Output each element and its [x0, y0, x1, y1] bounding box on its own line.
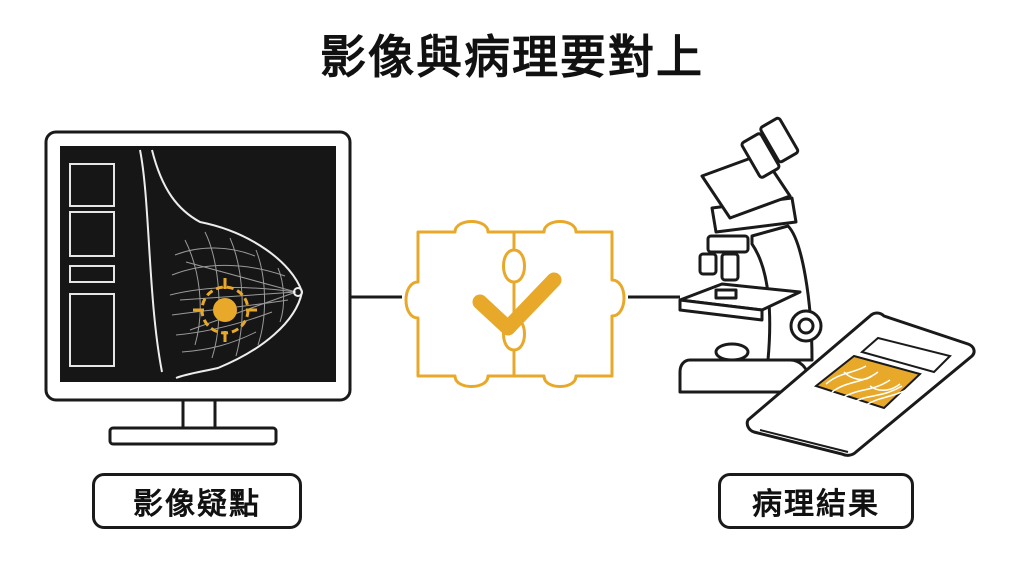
monitor-screen: [60, 146, 336, 382]
nosepiece: [706, 234, 750, 254]
eyepiece-tubes: [740, 116, 800, 179]
screen-side-panels: [69, 163, 115, 367]
objective-lens-2: [720, 252, 740, 282]
monitor-with-mammogram-icon: [44, 130, 352, 446]
nipple-mark: [293, 287, 303, 297]
puzzle-pieces-icon: [404, 220, 626, 388]
puzzle-piece-right: [512, 220, 626, 388]
monitor-neck: [181, 398, 217, 432]
light-source: [714, 342, 750, 362]
tissue-pattern: [825, 365, 911, 407]
focus-knob-small: [797, 317, 815, 335]
puzzle-piece-left: [404, 220, 516, 388]
imaging-finding-label: 影像疑點: [92, 473, 302, 529]
stage-edge: [678, 298, 764, 322]
target-crosshair-icon: [193, 278, 257, 342]
monitor-base: [108, 426, 278, 446]
objective-lens-1: [698, 252, 718, 276]
slide-label-area: [859, 336, 952, 374]
stage-clip: [714, 288, 738, 300]
pathology-result-label: 病理結果: [718, 473, 914, 529]
checkmark-icon: [472, 272, 562, 336]
page-title: 影像與病理要對上: [320, 30, 704, 84]
tissue-slide-icon: [745, 311, 976, 457]
microscope-icon: [678, 116, 823, 394]
